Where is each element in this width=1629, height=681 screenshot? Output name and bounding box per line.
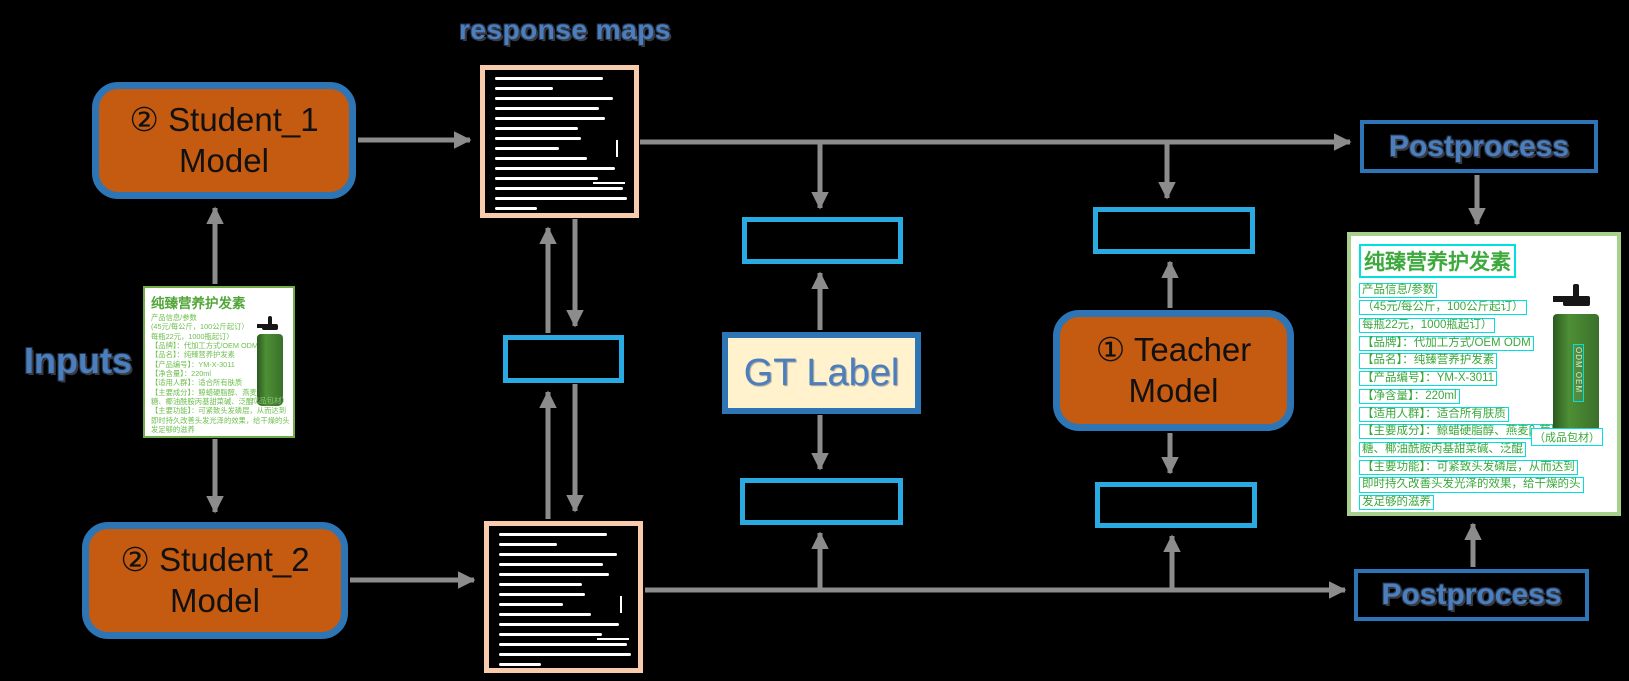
gt-label-box: GT Label [722, 332, 921, 414]
response-maps-title: response maps [459, 14, 671, 45]
response-map-text-line [495, 147, 559, 150]
response-map-text-line [499, 563, 604, 566]
input-card-title: 纯臻营养护发素 [151, 296, 246, 311]
loss-box-below-gt [740, 478, 903, 525]
response-map-text-line [499, 543, 558, 546]
student1-label-line1: ② Student_1 [129, 101, 319, 139]
product-bottle-image: ODM OEM [1547, 284, 1605, 454]
input-card-line: 【主要功能】：可紧致头发磷层，从而达到 [151, 406, 286, 416]
postprocess-top-label: Postprocess [1388, 129, 1570, 163]
output-card-line: 【品牌】：代加工方式/OEM ODM [1359, 335, 1534, 351]
input-card-line: 【主要成分】：鲸蜡硬脂醇、燕麦β-葡聚 [151, 387, 279, 397]
teacher-model-node: ① Teacher Model [1053, 310, 1294, 431]
input-card-line: 发足够的滋养 [151, 424, 195, 434]
output-bottle-caption: （成品包材） [1531, 428, 1603, 446]
response-map-text-line [499, 643, 627, 646]
output-card-line: 【品名】：纯臻营养护发素 [1359, 353, 1498, 369]
output-card-line: 即时持久改善头发光泽的效果，给干燥的头 [1359, 477, 1584, 493]
output-card-line: （45元/每公斤，100公斤起订） [1359, 300, 1527, 316]
bottle-body [257, 334, 283, 406]
loss-box-below-teacher [1095, 482, 1257, 528]
response-map-text-line [495, 97, 614, 100]
response-map-text-line [495, 127, 579, 130]
loss-box-above-gt [742, 217, 903, 264]
response-map-text-line [499, 533, 608, 536]
response-map-text-line [495, 167, 615, 170]
response-map-text-line [499, 663, 541, 666]
bottle-brand-label: ODM OEM [1573, 344, 1584, 402]
postprocess-bottom-box: Postprocess [1354, 569, 1589, 621]
response-map-text-line [499, 573, 609, 576]
input-card-line: 每瓶22元，1000瓶起订） [151, 331, 234, 341]
gt-label-text: GT Label [743, 351, 900, 394]
response-map-text-line [495, 207, 537, 210]
response-map-text-line [495, 187, 623, 190]
response-map-mark [593, 182, 625, 184]
student1-model-node: ② Student_1 Model [92, 82, 356, 199]
postprocess-top-box: Postprocess [1360, 120, 1598, 173]
bottle-pump-icon [1573, 284, 1579, 304]
input-card-line: 【适用人群】：适合所有肤质 [151, 378, 243, 388]
output-card-line: 【主要功能】：可紧致头发磷层，从而达到 [1359, 459, 1578, 475]
response-map-text-line [499, 653, 632, 656]
response-map-text-line [499, 603, 563, 606]
output-card-line: 每瓶22元，1000瓶起订） [1359, 317, 1496, 334]
input-card-line: 【净含量】：220ml [151, 368, 212, 378]
student1-label-line2: Model [179, 141, 269, 179]
response-map-text-line [499, 553, 618, 556]
input-bottle-caption: （成品包材） [244, 396, 289, 405]
response-map-text-line [499, 613, 591, 616]
output-card-line: 发足够的滋养 [1359, 495, 1434, 511]
response-map-text-line [495, 197, 628, 200]
input-card-line: 【产品编号】：YM-X-3011 [151, 359, 235, 369]
output-card-line: 产品信息/参数 [1359, 282, 1438, 298]
inputs-label: Inputs [24, 340, 132, 381]
input-card-line: 糖、椰油酰胺丙基甜菜碱、泛醌 [151, 396, 254, 406]
response-map-text-line [495, 77, 604, 80]
response-map-text-line [495, 107, 600, 110]
response-map-mark [597, 638, 629, 640]
bottle-pump-icon [1553, 296, 1565, 302]
response-map-bottom [484, 521, 643, 673]
input-card-line: (45元/每公斤，100公斤起订） [151, 322, 249, 332]
response-map-text-line [499, 623, 619, 626]
response-map-text-line [495, 117, 605, 120]
teacher-label-line2: Model [1128, 371, 1219, 409]
response-map-top [480, 65, 639, 218]
bottle-pump-icon [257, 324, 264, 328]
response-map-text-line [499, 593, 586, 596]
loss-box-above-teacher [1093, 207, 1255, 254]
output-card-line: 糖、椰油酰胺丙基甜菜碱、泛醌 [1359, 441, 1526, 458]
teacher-label-line1: ① Teacher [1095, 331, 1252, 369]
loss-box-between-maps [503, 335, 624, 383]
output-card-line: 【产品编号】：YM-X-3011 [1359, 371, 1498, 387]
response-map-mark [620, 596, 622, 613]
input-product-card: 纯臻营养护发素 产品信息/参数 (45元/每公斤，100公斤起订） 每瓶22元，… [143, 286, 295, 438]
input-card-line: 即时持久改善头发光泽的效果，给干燥的头 [151, 415, 290, 425]
output-result-card: 纯臻营养护发素 产品信息/参数 （45元/每公斤，100公斤起订） 每瓶22元，… [1347, 232, 1621, 516]
product-bottle-image [253, 316, 287, 416]
student2-model-node: ② Student_2 Model [82, 522, 348, 639]
postprocess-bottom-label: Postprocess [1381, 578, 1562, 611]
output-card-line: 【适用人群】：适合所有肤质 [1359, 406, 1509, 422]
bottle-pump-icon [1563, 296, 1590, 306]
input-card-line: 产品信息/参数 [151, 313, 197, 322]
response-map-text-line [499, 633, 602, 636]
bottle-pump-icon [262, 324, 278, 330]
student2-label-line2: Model [170, 581, 260, 619]
response-map-text-line [495, 87, 554, 90]
bottle-body [1553, 314, 1599, 444]
output-card-line: 【净含量】：220ml [1359, 388, 1460, 405]
response-map-text-line [495, 137, 582, 140]
response-map-mark [616, 140, 618, 157]
response-map-text-line [495, 157, 587, 160]
bottle-pump-icon [268, 316, 272, 330]
response-map-text-line [499, 583, 583, 586]
output-card-title: 纯臻营养护发素 [1359, 244, 1516, 278]
student2-label-line1: ② Student_2 [120, 541, 310, 579]
input-card-line: 【品牌】：代加工方式/OEM ODM [151, 340, 259, 350]
input-card-line: 【品名】：纯臻营养护发素 [151, 350, 235, 360]
response-map-text-line [495, 177, 598, 180]
